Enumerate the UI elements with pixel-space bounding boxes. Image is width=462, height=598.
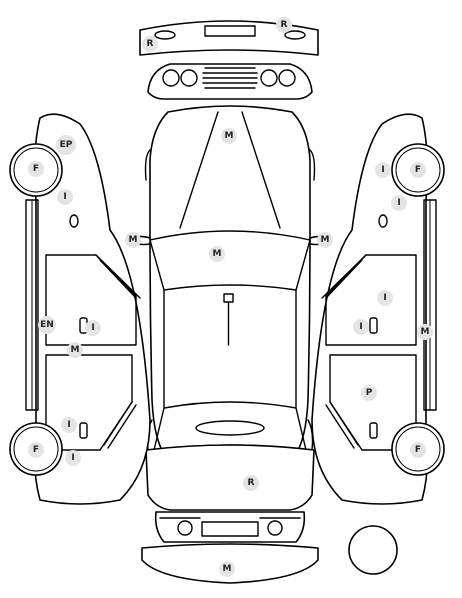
marker-right-front-wheel[interactable]: F — [410, 442, 426, 458]
svg-text:F: F — [33, 445, 39, 455]
marker-right-rear-wheel[interactable]: F — [410, 162, 426, 178]
marker-right-sill[interactable]: M — [417, 324, 433, 340]
marker-left-front-wheel[interactable]: F — [28, 442, 44, 458]
marker-left-door-handle[interactable]: I — [85, 320, 101, 336]
marker-hood[interactable]: M — [221, 128, 237, 144]
svg-text:F: F — [415, 165, 421, 175]
svg-text:R: R — [248, 478, 255, 488]
marker-right-door-upper[interactable]: I — [377, 290, 393, 306]
svg-text:M: M — [129, 235, 138, 245]
svg-text:M: M — [321, 235, 330, 245]
svg-text:I: I — [359, 322, 362, 332]
marker-right-mirror[interactable]: M — [317, 232, 333, 248]
rear-bumper-view — [139, 20, 319, 56]
marker-left-rear-panel[interactable]: EP — [56, 135, 76, 155]
svg-text:M: M — [421, 327, 430, 337]
front-grille-view — [154, 511, 306, 543]
right-side-view — [311, 113, 445, 505]
marker-front-bumper[interactable]: M — [219, 561, 235, 577]
svg-text:M: M — [225, 131, 234, 141]
trunk-view — [145, 444, 315, 511]
marker-rear-bumper-left[interactable]: R — [142, 36, 158, 52]
marker-rear-bumper-right[interactable]: R — [276, 17, 292, 33]
svg-text:I: I — [383, 293, 386, 303]
marker-right-rear-quarter-a[interactable]: I — [375, 162, 391, 178]
marker-left-front-fender-top[interactable]: I — [61, 417, 77, 433]
marker-left-rear-wheel[interactable]: F — [28, 161, 44, 177]
marker-windshield[interactable]: M — [209, 246, 225, 262]
marker-left-sill[interactable]: EN — [38, 316, 56, 334]
svg-text:P: P — [366, 388, 373, 398]
svg-text:M: M — [71, 345, 80, 355]
svg-text:R: R — [281, 20, 288, 30]
marker-right-rear-quarter-b[interactable]: I — [391, 195, 407, 211]
svg-text:I: I — [71, 453, 74, 463]
svg-text:R: R — [147, 39, 154, 49]
marker-right-front-door[interactable]: P — [361, 385, 377, 401]
marker-left-front-fender-bottom[interactable]: I — [65, 450, 81, 466]
svg-text:EP: EP — [60, 140, 73, 150]
svg-text:I: I — [381, 165, 384, 175]
svg-text:F: F — [415, 445, 421, 455]
rear-lights-view — [147, 63, 313, 100]
marker-left-pillar[interactable]: M — [67, 342, 83, 358]
marker-trunk[interactable]: R — [243, 475, 259, 491]
svg-text:F: F — [33, 164, 39, 174]
svg-text:I: I — [397, 198, 400, 208]
damage-markers: R R M M M M F EP I EN I M I I F F I I I … — [28, 17, 433, 577]
svg-text:I: I — [63, 192, 66, 202]
svg-text:EN: EN — [40, 320, 54, 330]
car-top-view — [127, 105, 333, 463]
marker-right-door-handle[interactable]: I — [353, 319, 369, 335]
svg-text:M: M — [223, 564, 232, 574]
spare-wheel — [348, 525, 398, 575]
svg-text:I: I — [67, 420, 70, 430]
marker-left-rear-quarter[interactable]: I — [57, 189, 73, 205]
svg-text:M: M — [213, 249, 222, 259]
svg-text:I: I — [91, 323, 94, 333]
marker-left-mirror[interactable]: M — [125, 232, 141, 248]
